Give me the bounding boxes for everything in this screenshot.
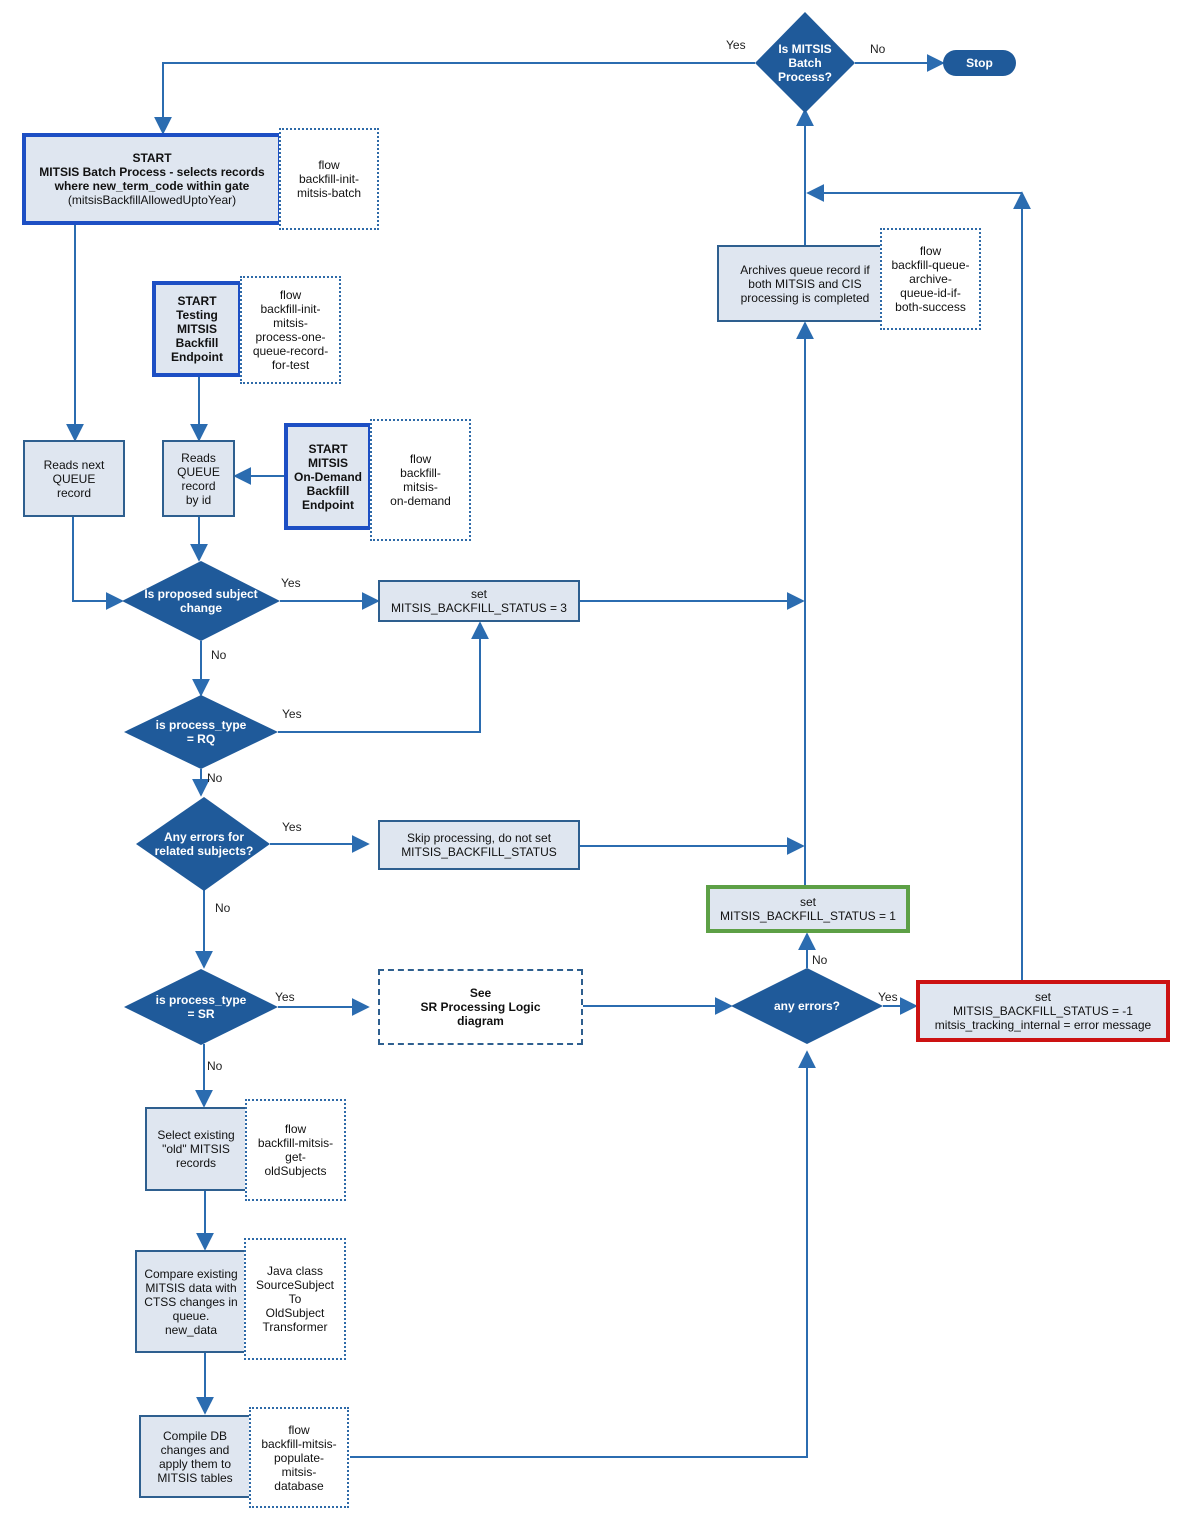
decision-sr bbox=[124, 969, 278, 1045]
edge-compile-anyerr bbox=[350, 1050, 816, 1458]
edge-readnext-subject bbox=[72, 517, 124, 610]
archive-note: flow backfill-queue- archive- queue-id-i… bbox=[880, 228, 981, 330]
set-status-error: set MITSIS_BACKFILL_STATUS = -1 mitsis_t… bbox=[916, 980, 1170, 1042]
label-subject-no: No bbox=[211, 648, 227, 662]
label-sr-yes: Yes bbox=[275, 990, 295, 1004]
decision-sr-label: is process_type = SR bbox=[155, 993, 247, 1021]
decision-rq-label: is process_type = RQ bbox=[155, 718, 247, 746]
label-batch-no: No bbox=[870, 42, 886, 56]
decision-batch-label: Is MITSIS Batch Process? bbox=[777, 42, 833, 84]
set-status-1: set MITSIS_BACKFILL_STATUS = 1 bbox=[706, 885, 910, 933]
start-batch-process: START MITSIS Batch Process - selects rec… bbox=[22, 133, 280, 225]
edge-batch-yes bbox=[154, 62, 755, 135]
reads-queue-record-by-id: Reads QUEUE record by id bbox=[162, 440, 235, 517]
skip-processing: Skip processing, do not set MITSIS_BACKF… bbox=[378, 820, 580, 870]
stop-terminator: Stop bbox=[943, 50, 1016, 76]
start-ondemand-endpoint: START MITSIS On-Demand Backfill Endpoint bbox=[284, 423, 372, 530]
reads-next-queue-record: Reads next QUEUE record bbox=[23, 440, 125, 517]
label-sr-no: No bbox=[207, 1059, 223, 1073]
compile-db-changes: Compile DB changes and apply them to MIT… bbox=[139, 1415, 251, 1498]
label-anyerr-yes: Yes bbox=[878, 990, 898, 1004]
start-ondemand-note: flow backfill- mitsis- on-demand bbox=[370, 419, 471, 541]
label-subject-yes: Yes bbox=[281, 576, 301, 590]
decision-any-errors bbox=[731, 968, 883, 1044]
start-testing-endpoint: START Testing MITSIS Backfill Endpoint bbox=[152, 281, 242, 377]
compare-mitsis-data: Compare existing MITSIS data with CTSS c… bbox=[135, 1250, 247, 1353]
select-old-records: Select existing "old" MITSIS records bbox=[145, 1107, 247, 1191]
label-rq-yes: Yes bbox=[282, 707, 302, 721]
label-rq-no: No bbox=[207, 771, 223, 785]
decision-related-errors bbox=[136, 797, 270, 891]
decision-rq bbox=[124, 695, 278, 769]
start-testing-note: flow backfill-init- mitsis- process-one-… bbox=[240, 276, 341, 384]
decision-anyerrors-label: any errors? bbox=[773, 999, 841, 1013]
decision-batch-process bbox=[755, 12, 855, 113]
start-batch-note: flow backfill-init- mitsis-batch bbox=[279, 128, 379, 230]
decision-subject-change bbox=[122, 561, 280, 641]
label-related-no: No bbox=[215, 901, 231, 915]
compile-note: flow backfill-mitsis- populate- mitsis- … bbox=[249, 1407, 349, 1508]
label-batch-yes: Yes bbox=[726, 38, 746, 52]
see-sr-processing-logic: See SR Processing Logic diagram bbox=[378, 969, 583, 1045]
decision-related-label: Any errors for related subjects? bbox=[154, 830, 254, 858]
label-related-yes: Yes bbox=[282, 820, 302, 834]
decision-subject-label: Is proposed subject change bbox=[144, 587, 258, 615]
compare-note: Java class SourceSubject To OldSubject T… bbox=[244, 1238, 346, 1360]
edge-rq-yes bbox=[278, 621, 489, 733]
set-status-3: set MITSIS_BACKFILL_STATUS = 3 bbox=[378, 580, 580, 622]
archive-queue-record: Archives queue record if both MITSIS and… bbox=[717, 245, 893, 322]
select-old-note: flow backfill-mitsis- get- oldSubjects bbox=[245, 1099, 346, 1201]
label-anyerr-no: No bbox=[812, 953, 828, 967]
